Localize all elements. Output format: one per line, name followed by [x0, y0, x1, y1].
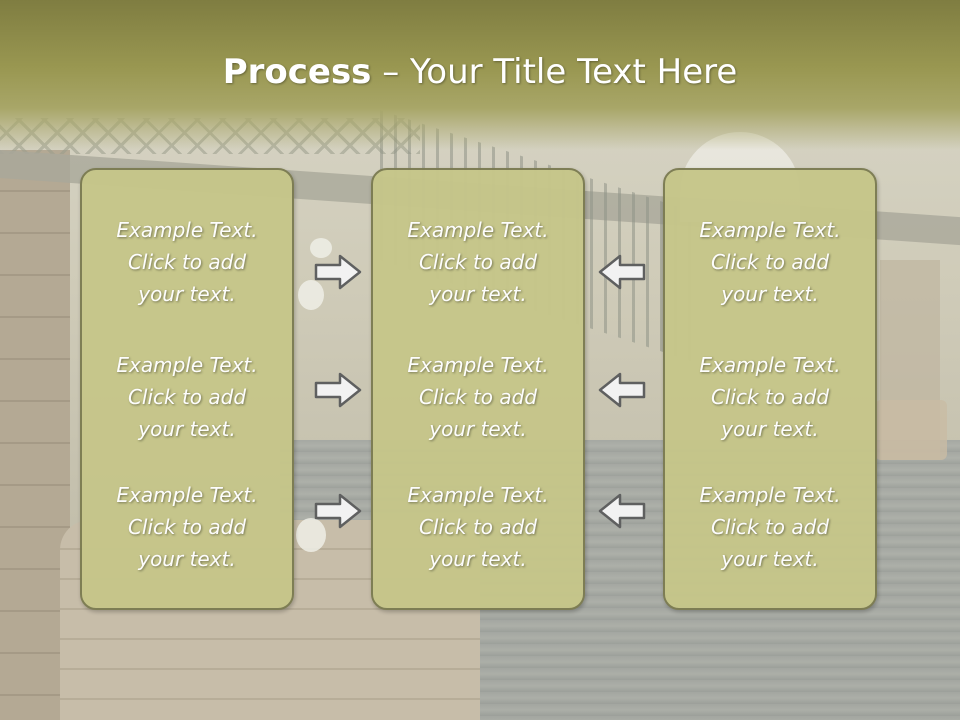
- text-placeholder[interactable]: Example Text. Click to add your text.: [82, 214, 292, 310]
- text-line: Example Text.: [407, 483, 549, 507]
- lamp-globe: [310, 238, 332, 258]
- text-line: Click to add: [418, 515, 538, 539]
- text-placeholder[interactable]: Example Text. Click to add your text.: [665, 479, 875, 575]
- text-line: your text.: [138, 547, 236, 571]
- text-placeholder[interactable]: Example Text. Click to add your text.: [373, 479, 583, 575]
- arrow-right-icon: [314, 493, 362, 529]
- tower-base: [875, 400, 947, 460]
- text-line: your text.: [429, 547, 527, 571]
- text-line: Example Text.: [116, 353, 258, 377]
- arrow-left-icon: [598, 372, 646, 408]
- text-line: Click to add: [127, 385, 247, 409]
- text-placeholder[interactable]: Example Text. Click to add your text.: [82, 479, 292, 575]
- text-placeholder[interactable]: Example Text. Click to add your text.: [373, 214, 583, 310]
- process-box-right[interactable]: Example Text. Click to add your text. Ex…: [663, 168, 877, 610]
- arrow-right-icon: [314, 372, 362, 408]
- text-line: Click to add: [710, 250, 830, 274]
- process-box-left[interactable]: Example Text. Click to add your text. Ex…: [80, 168, 294, 610]
- lamp-globe: [296, 518, 326, 552]
- text-line: your text.: [138, 282, 236, 306]
- text-line: your text.: [721, 547, 819, 571]
- text-placeholder[interactable]: Example Text. Click to add your text.: [665, 349, 875, 445]
- arrow-right-icon: [314, 254, 362, 290]
- text-line: your text.: [721, 417, 819, 441]
- title-bold: Process: [222, 52, 372, 92]
- title-rest: – Your Title Text Here: [371, 52, 738, 92]
- text-line: your text.: [138, 417, 236, 441]
- text-line: Example Text.: [407, 218, 549, 242]
- arrow-left-icon: [598, 254, 646, 290]
- text-placeholder[interactable]: Example Text. Click to add your text.: [82, 349, 292, 445]
- text-line: Click to add: [418, 385, 538, 409]
- text-line: Click to add: [418, 250, 538, 274]
- arrow-left-icon: [598, 493, 646, 529]
- stone-wall: [0, 150, 70, 720]
- slide-title[interactable]: Process – Your Title Text Here: [0, 52, 960, 92]
- title-band: [0, 0, 960, 150]
- text-line: Click to add: [710, 385, 830, 409]
- text-line: your text.: [429, 417, 527, 441]
- text-line: Example Text.: [116, 483, 258, 507]
- text-line: Example Text.: [699, 218, 841, 242]
- text-line: Example Text.: [699, 353, 841, 377]
- text-placeholder[interactable]: Example Text. Click to add your text.: [665, 214, 875, 310]
- lamp-globe: [298, 280, 324, 310]
- text-line: Click to add: [127, 250, 247, 274]
- text-line: Example Text.: [116, 218, 258, 242]
- text-placeholder[interactable]: Example Text. Click to add your text.: [373, 349, 583, 445]
- text-line: your text.: [429, 282, 527, 306]
- text-line: Click to add: [127, 515, 247, 539]
- text-line: Example Text.: [699, 483, 841, 507]
- text-line: your text.: [721, 282, 819, 306]
- text-line: Click to add: [710, 515, 830, 539]
- text-line: Example Text.: [407, 353, 549, 377]
- process-box-center[interactable]: Example Text. Click to add your text. Ex…: [371, 168, 585, 610]
